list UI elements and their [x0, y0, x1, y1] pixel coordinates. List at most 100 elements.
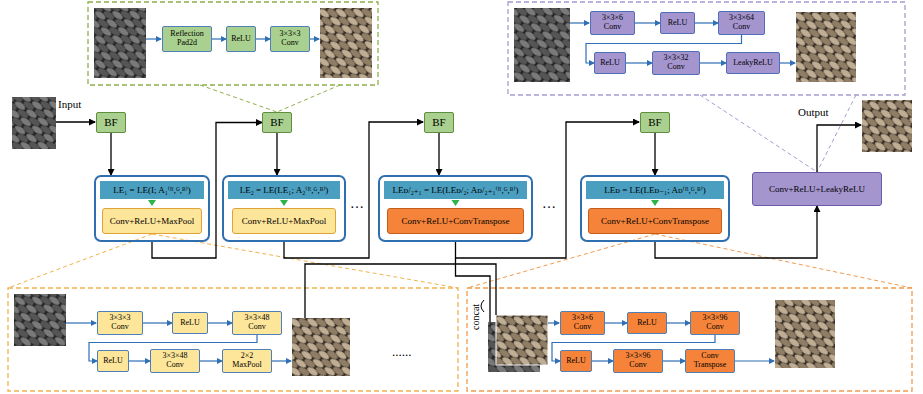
- leader-line: [200, 85, 277, 112]
- enhancement-block: LE₂ = LE(LE₁; A₂⁽ᴿ,ᴳ,ᴮ⁾)Conv+ReLU+MaxPoo…: [222, 175, 346, 242]
- decoder-box: Conv+ReLU+ConvTranspose: [588, 208, 722, 234]
- panel-wire: [780, 62, 795, 63]
- node-text: BF: [104, 116, 117, 128]
- panel-wire: [146, 38, 161, 39]
- node-text: 3×3×6 Conv: [594, 14, 631, 32]
- connector-arrow: [110, 133, 111, 175]
- filter-box: BF: [96, 112, 126, 133]
- leader-line: [467, 234, 655, 288]
- layer-box: 3×3×48 Conv: [150, 349, 200, 373]
- layer-box: 3×3×32 Conv: [652, 51, 700, 75]
- connector-arrow: [276, 133, 277, 175]
- connector-arrow: [605, 322, 627, 323]
- rope-photo: [796, 12, 856, 82]
- layer-box: ReLU: [660, 12, 695, 34]
- input-photo: [12, 97, 56, 149]
- ellipsis: …: [350, 196, 364, 211]
- detail-panel: [467, 288, 912, 391]
- rope-photo: [496, 315, 548, 365]
- formula-bar: LE₂ = LE(LE₁; A₂⁽ᴿ,ᴳ,ᴮ⁾): [228, 181, 340, 199]
- node-text: 3×3×32 Conv: [656, 54, 696, 72]
- layer-box: 3×3×3 Conv: [270, 26, 310, 52]
- connector-arrow: [667, 322, 690, 323]
- input-label: Input: [58, 98, 81, 110]
- formula-bar: LEᴅ = LE(LEᴅ₋₁; Aᴅ⁽ᴿ,ᴳ,ᴮ⁾): [586, 181, 724, 199]
- layer-box: 3×3×96 Conv: [613, 349, 663, 373]
- concat-label: concat: [470, 304, 481, 330]
- decoder-box: Conv+ReLU+ConvTranspose: [387, 208, 524, 234]
- output-wire: [817, 125, 861, 172]
- skip-wire: [305, 264, 496, 318]
- node-text: Reflection Pad2d: [166, 30, 208, 48]
- filter-box: BF: [640, 112, 670, 133]
- node-text: 3×3×3 Conv: [101, 314, 139, 332]
- layer-box: 3×3×96 Conv: [690, 311, 740, 335]
- node-text: Conv+ReLU+MaxPool: [110, 216, 195, 226]
- node-text: BF: [432, 116, 445, 128]
- layer-box: 3×3×64 Conv: [718, 11, 765, 35]
- formula-bar: LEᴅ/₂₊₁ = LE(LEᴅ/₂; Aᴅ/₂₊₁⁽ᴿ,ᴳ,ᴮ⁾): [384, 181, 527, 199]
- detail-panel: [8, 288, 458, 391]
- encoder-box: Conv+ReLU+MaxPool: [102, 208, 202, 234]
- node-text: Conv+ReLU+ConvTranspose: [601, 216, 709, 226]
- leader-line: [655, 234, 912, 288]
- leader-line: [277, 85, 340, 112]
- connector-arrow: [695, 22, 718, 23]
- connector-arrow: [700, 62, 726, 63]
- layer-box: Conv Transpose: [685, 349, 735, 373]
- connector-arrow: [208, 322, 232, 323]
- enhancement-block: LE₁ = LE(I; A₁⁽ᴿ,ᴳ,ᴮ⁾) Conv+ReLU+MaxPool: [94, 175, 210, 242]
- detail-panel: [88, 2, 378, 85]
- node-text: ReLU: [637, 319, 657, 328]
- layer-box: LeakyReLU: [726, 52, 780, 74]
- connector-arrow: [212, 38, 226, 39]
- rope-photo: [514, 8, 570, 82]
- connector-arrow: [200, 360, 222, 361]
- formula-bar: LE₁ = LE(I; A₁⁽ᴿ,ᴳ,ᴮ⁾): [100, 181, 204, 199]
- enhancement-block: LEᴅ/₂₊₁ = LE(LEᴅ/₂; Aᴅ/₂₊₁⁽ᴿ,ᴳ,ᴮ⁾) Conv+R…: [378, 175, 533, 242]
- node-text: 3×3×64 Conv: [722, 14, 761, 32]
- layer-box: ReLU: [594, 52, 626, 74]
- layer-box: 3×3×6 Conv: [560, 311, 605, 335]
- connector-arrow: [626, 62, 652, 63]
- node-text: LeakyReLU: [733, 59, 773, 68]
- node-text: 3×3×96 Conv: [617, 352, 659, 370]
- node-text: Conv+ReLU+LeakyReLU: [769, 184, 865, 194]
- node-text: Conv Transpose: [689, 352, 731, 370]
- node-text: ReLU: [231, 35, 251, 44]
- flow-triangle: [651, 200, 659, 206]
- layer-box: ReLU: [627, 312, 667, 334]
- node-text: Conv+ReLU+ConvTranspose: [402, 216, 510, 226]
- node-text: ReLU: [566, 357, 586, 366]
- layer-box: ReLU: [172, 312, 208, 334]
- connector-arrow: [592, 360, 613, 361]
- rope-photo: [292, 318, 350, 376]
- connector-arrow: [129, 360, 150, 361]
- node-text: 3×3×6 Conv: [564, 314, 601, 332]
- panel-wire: [310, 38, 319, 39]
- panel-wire: [272, 360, 291, 361]
- flow-triangle: [280, 200, 288, 206]
- enhancement-block: LEᴅ = LE(LEᴅ₋₁; Aᴅ⁽ᴿ,ᴳ,ᴮ⁾) Conv+ReLU+Conv…: [580, 175, 730, 242]
- node-text: BF: [648, 116, 661, 128]
- layer-box: 3×3×6 Conv: [590, 11, 635, 35]
- layer-box: 2×2 MaxPool: [222, 349, 272, 373]
- node-text: ReLU: [180, 319, 200, 328]
- output-label: Output: [798, 106, 829, 118]
- layer-box: 3×3×3 Conv: [97, 311, 143, 335]
- input-wire: [56, 121, 95, 122]
- node-text: 3×3×48 Conv: [154, 352, 196, 370]
- filter-box: BF: [424, 112, 454, 133]
- flow-triangle: [452, 200, 460, 206]
- node-text: ReLU: [103, 357, 123, 366]
- connector-arrow: [635, 22, 660, 23]
- connector-arrow: [663, 360, 685, 361]
- output-head-box: Conv+ReLU+LeakyReLU: [752, 172, 882, 206]
- node-text: BF: [270, 116, 283, 128]
- panel-wire: [548, 322, 559, 323]
- flow-triangle: [148, 200, 156, 206]
- layer-box: ReLU: [97, 350, 129, 372]
